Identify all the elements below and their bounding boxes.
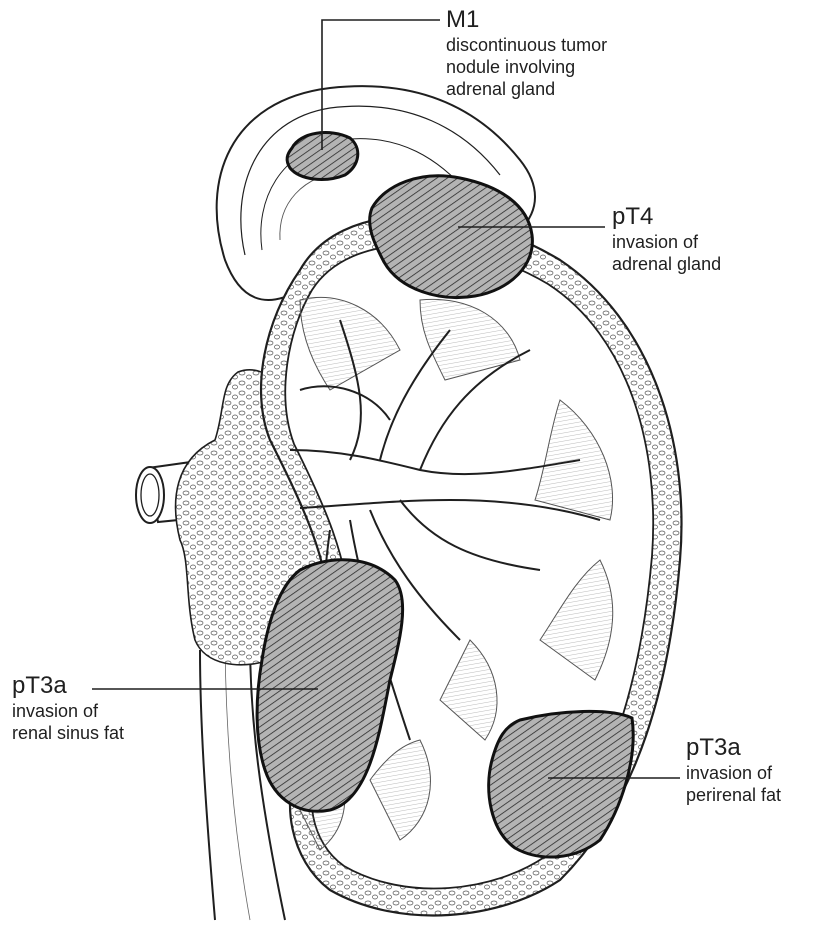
label-pt3a-perirenal-line: invasion of xyxy=(686,762,781,784)
label-pt3a-perirenal-stage: pT3a xyxy=(686,734,781,762)
label-m1: M1 discontinuous tumor nodule involving … xyxy=(446,6,607,100)
label-pt3a-perirenal: pT3a invasion of perirenal fat xyxy=(686,734,781,806)
label-pt3a-sinus: pT3a invasion of renal sinus fat xyxy=(12,672,124,744)
label-pt4-line: invasion of xyxy=(612,231,721,253)
label-m1-line: nodule involving xyxy=(446,56,607,78)
label-pt3a-sinus-line: renal sinus fat xyxy=(12,722,124,744)
label-pt4-line: adrenal gland xyxy=(612,253,721,275)
label-pt3a-sinus-line: invasion of xyxy=(12,700,124,722)
label-m1-stage: M1 xyxy=(446,6,607,34)
label-pt3a-sinus-stage: pT3a xyxy=(12,672,124,700)
label-m1-line: adrenal gland xyxy=(446,78,607,100)
label-pt4-stage: pT4 xyxy=(612,203,721,231)
label-pt3a-perirenal-line: perirenal fat xyxy=(686,784,781,806)
label-m1-line: discontinuous tumor xyxy=(446,34,607,56)
label-pt4: pT4 invasion of adrenal gland xyxy=(612,203,721,275)
tumor-pt3a-perirenal xyxy=(489,711,633,857)
